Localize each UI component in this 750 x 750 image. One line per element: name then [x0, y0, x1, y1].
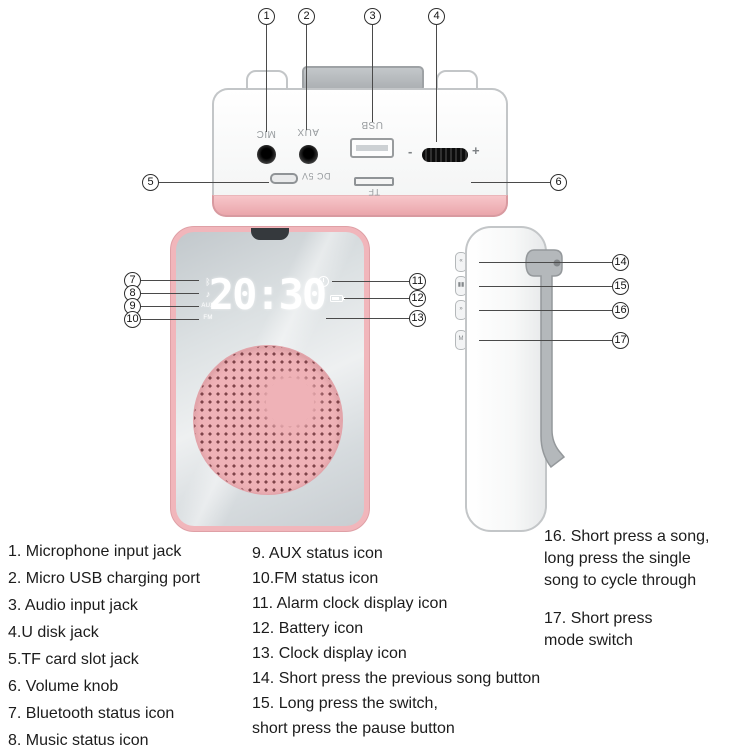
callout-10: 10	[124, 311, 141, 328]
clock-display: 20:30	[208, 270, 327, 319]
legend-item-11: 11. Alarm clock display icon	[252, 595, 448, 612]
legend-item-10: 10.FM status icon	[252, 570, 379, 587]
legend-item-15: 15. Long press the switch, short press t…	[252, 695, 455, 737]
legend-item-17: 17. Short press mode switch	[544, 610, 653, 649]
legend-column-2: 9. AUX status icon 10.FM status icon 11.…	[252, 541, 552, 741]
callout-16: 16	[612, 302, 629, 319]
legend-item-5: 5.TF card slot jack	[8, 651, 139, 668]
volume-minus-icon: -	[408, 144, 413, 159]
callout-6: 6	[550, 174, 567, 191]
device-side-body	[465, 226, 547, 532]
display-notch	[251, 228, 289, 240]
leader-line-4	[436, 25, 437, 142]
leader-line-11	[332, 281, 409, 282]
legend-item-13: 13. Clock display icon	[252, 645, 407, 662]
usb-tongue	[356, 145, 388, 151]
leader-line-16	[479, 310, 612, 311]
aux-input-jack[interactable]	[299, 145, 318, 164]
aux-port-label: AUX	[296, 126, 320, 137]
callout-11: 11	[409, 273, 426, 290]
legend-item-16: 16. Short press a song, long press the s…	[544, 528, 710, 589]
legend-item-4: 4.U disk jack	[8, 624, 99, 641]
leader-line-6	[471, 182, 550, 183]
legend-item-6: 6. Volume knob	[8, 678, 119, 695]
leader-line-10	[141, 319, 199, 320]
callout-12: 12	[409, 290, 426, 307]
leader-line-3	[372, 25, 373, 122]
leader-line-15	[479, 286, 612, 287]
belt-clip	[525, 249, 566, 469]
bluetooth-status-icon: ᛒ	[205, 277, 211, 287]
micro-usb-charging-port[interactable]	[270, 173, 298, 184]
callout-1: 1	[258, 8, 275, 25]
callout-14: 14	[612, 254, 629, 271]
battery-icon	[330, 295, 345, 302]
leader-line-1	[266, 25, 267, 132]
leader-line-17	[479, 340, 612, 341]
legend-item-9: 9. AUX status icon	[252, 545, 383, 562]
legend-item-1: 1. Microphone input jack	[8, 543, 182, 560]
volume-plus-icon: +	[472, 143, 480, 158]
callout-17: 17	[612, 332, 629, 349]
mic-input-jack[interactable]	[257, 145, 276, 164]
tf-label: TF	[368, 187, 380, 197]
callout-2: 2	[298, 8, 315, 25]
legend-column-1: 1. Microphone input jack 2. Micro USB ch…	[8, 538, 248, 750]
callout-13: 13	[409, 310, 426, 327]
legend-item-7: 7. Bluetooth status icon	[8, 705, 175, 722]
volume-knob[interactable]	[422, 148, 468, 162]
leader-line-13	[326, 318, 409, 319]
leader-line-8	[141, 293, 199, 294]
fm-status-icon: FM	[203, 315, 213, 321]
music-status-icon: ♪	[205, 289, 211, 299]
legend-column-3: 16. Short press a song, long press the s…	[544, 526, 744, 652]
dc5v-label: DC 5V	[301, 171, 331, 181]
leader-line-12	[344, 298, 409, 299]
leader-line-9	[141, 306, 199, 307]
leader-line-14	[479, 262, 612, 263]
legend-item-8: 8. Music status icon	[8, 732, 149, 749]
aux-status-icon: AUX	[201, 303, 215, 309]
usb-disk-port[interactable]	[350, 138, 394, 158]
legend-item-14: 14. Short press the previous song button	[252, 670, 541, 687]
leader-line-2	[306, 25, 307, 130]
speaker-grille-center	[266, 378, 314, 426]
speaker-grille	[193, 345, 343, 495]
leader-line-5	[159, 182, 269, 183]
callout-4: 4	[428, 8, 445, 25]
legend-item-12: 12. Battery icon	[252, 620, 364, 637]
legend-item-3: 3. Audio input jack	[8, 597, 138, 614]
legend-item-2: 2. Micro USB charging port	[8, 570, 201, 587]
device-top-pink-band	[212, 195, 508, 217]
callout-5: 5	[142, 174, 159, 191]
alarm-clock-icon	[318, 276, 329, 287]
callout-3: 3	[364, 8, 381, 25]
leader-line-7	[141, 280, 199, 281]
status-icon-column: ᛒ ♪ AUX FM	[200, 276, 216, 324]
tf-card-slot[interactable]	[354, 177, 394, 186]
callout-15: 15	[612, 278, 629, 295]
